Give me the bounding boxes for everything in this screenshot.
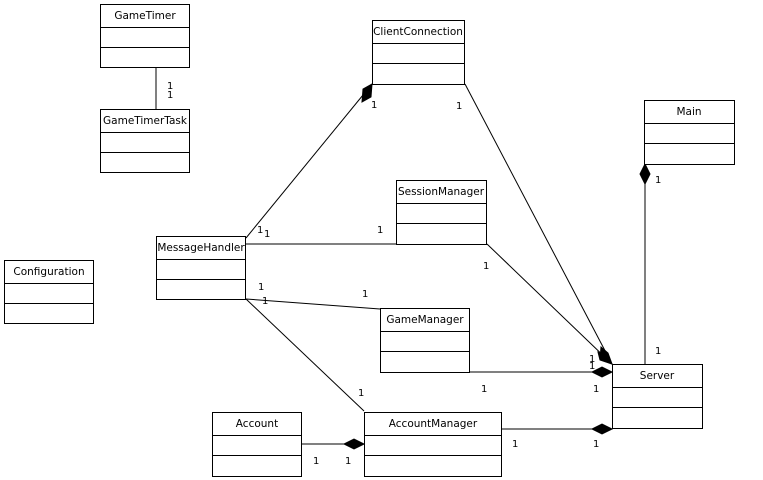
- class-name-gametimertask: GameTimerTask: [103, 115, 188, 127]
- class-configuration[interactable]: [4, 260, 94, 324]
- multiplicity-label: 1: [358, 388, 364, 399]
- class-name-messagehandler: MessageHandler: [157, 242, 245, 254]
- assoc-messagehandler-clientconnection: [245, 83, 373, 239]
- class-name-server: Server: [640, 370, 675, 382]
- class-name-gamemanager: GameManager: [386, 314, 464, 326]
- multiplicity-label: 1: [377, 225, 383, 236]
- multiplicity-label: 1: [257, 225, 263, 236]
- multiplicity-label: 1: [258, 282, 264, 293]
- class-gamemanager[interactable]: [380, 308, 470, 373]
- composition-diamond-server-accmgr: [590, 423, 614, 435]
- class-accountmanager[interactable]: [364, 412, 502, 477]
- class-server[interactable]: [612, 364, 703, 429]
- composition-diamond-accountmanager: [342, 438, 366, 450]
- class-sessionmanager[interactable]: [396, 180, 487, 245]
- assoc-sessionmanager-server: [486, 243, 613, 365]
- multiplicity-label: 1: [483, 261, 489, 272]
- composition-diamond-server-session: [597, 350, 613, 365]
- multiplicity-label: 1: [589, 354, 595, 365]
- class-name-main: Main: [676, 106, 701, 118]
- multiplicity-label: 1: [593, 384, 599, 395]
- multiplicity-label: 1: [512, 439, 518, 450]
- class-gametimertask[interactable]: [100, 109, 190, 173]
- class-name-sessionmanager: SessionManager: [398, 186, 485, 198]
- multiplicity-label: 1: [362, 289, 368, 300]
- multiplicity-label: 1: [345, 456, 351, 467]
- multiplicity-label: 1: [589, 361, 595, 372]
- multiplicity-label: 1: [481, 384, 487, 395]
- class-clientconnection[interactable]: [372, 20, 465, 85]
- multiplicity-label: 1: [371, 100, 377, 111]
- class-name-account: Account: [236, 418, 278, 430]
- class-account[interactable]: [212, 412, 302, 477]
- class-name-clientconnection: ClientConnection: [373, 26, 463, 38]
- class-main[interactable]: [644, 100, 735, 165]
- class-name-accountmanager: AccountManager: [389, 418, 478, 430]
- multiplicity-label: 1: [313, 456, 319, 467]
- multiplicity-label: 1: [655, 175, 661, 186]
- multiplicity-label: 1: [593, 439, 599, 450]
- composition-diamond-clientconnection: [361, 83, 373, 103]
- multiplicity-label: 1: [167, 81, 173, 92]
- multiplicity-label: 1: [264, 229, 270, 240]
- composition-diamond-server-game: [590, 366, 614, 378]
- assoc-messagehandler-gamemanager: [245, 298, 381, 310]
- multiplicity-label: 1: [655, 346, 661, 357]
- class-gametimer[interactable]: [100, 4, 190, 68]
- class-name-configuration: Configuration: [13, 266, 84, 278]
- multiplicity-label: 1: [167, 90, 173, 101]
- assoc-clientconnection-server: [464, 83, 613, 365]
- composition-diamond-main: [639, 162, 651, 186]
- class-name-gametimer: GameTimer: [114, 10, 176, 22]
- multiplicity-label: 1: [262, 296, 268, 307]
- assoc-messagehandler-accountmanager: [245, 298, 365, 412]
- class-messagehandler[interactable]: [156, 236, 246, 300]
- multiplicity-label: 1: [456, 101, 462, 112]
